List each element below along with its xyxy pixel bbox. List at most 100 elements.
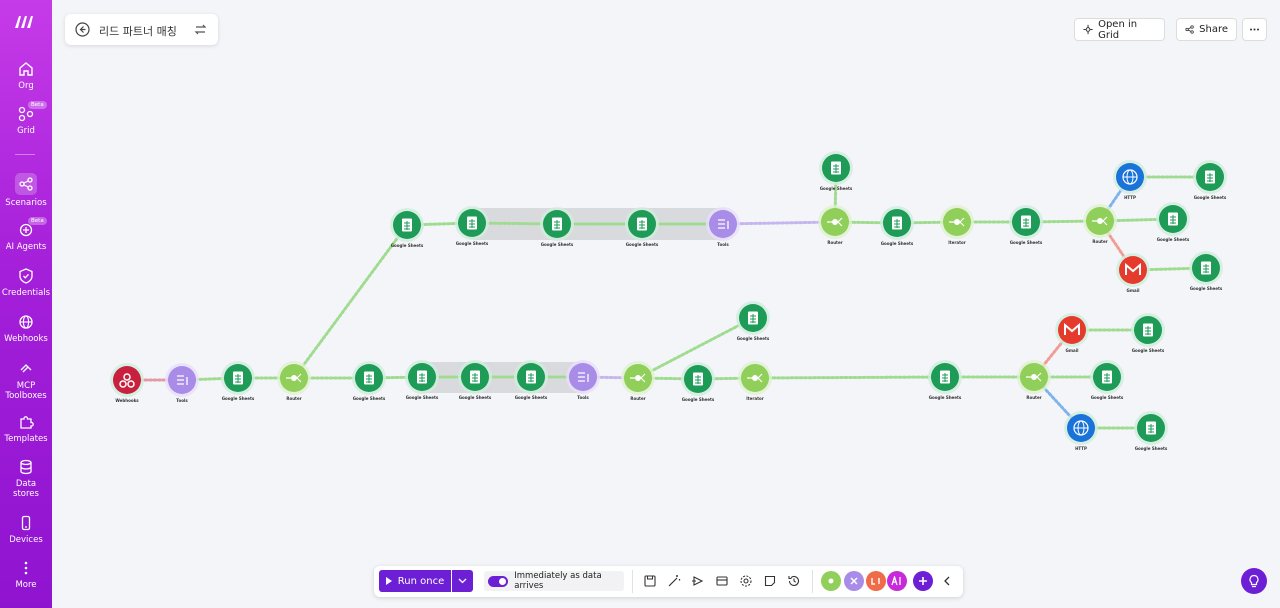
- module-google-sheets[interactable]: Google Sheets: [352, 361, 386, 401]
- share-button[interactable]: Share: [1176, 18, 1237, 41]
- sidebar-item-ai-agents[interactable]: Beta AI Agents: [0, 217, 52, 252]
- module-google-sheets[interactable]: Google Sheets: [458, 360, 492, 400]
- module-http[interactable]: HTTP: [1064, 411, 1098, 451]
- module-gmail[interactable]: Gmail: [1055, 313, 1089, 353]
- sidebar-item-webhooks[interactable]: Webhooks: [0, 313, 52, 344]
- settings-icon[interactable]: [739, 574, 753, 588]
- sidebar-item-org[interactable]: Org: [0, 60, 52, 91]
- module-router[interactable]: Router: [1017, 360, 1051, 400]
- module-router[interactable]: Router: [818, 205, 852, 245]
- plus-icon: [919, 577, 927, 585]
- more-options-button[interactable]: [1242, 18, 1267, 41]
- module-google-sheets[interactable]: Google Sheets: [390, 208, 424, 248]
- ellipsis-icon: [1250, 28, 1259, 31]
- schedule-toggle[interactable]: [488, 575, 509, 587]
- schedule-setting[interactable]: Immediately as data arrives: [484, 571, 624, 591]
- module-google-sheets[interactable]: Google Sheets: [540, 207, 574, 247]
- sidebar-item-mcp-toolboxes[interactable]: MCP Toolboxes: [0, 360, 52, 401]
- module-iterator[interactable]: Iterator: [940, 205, 974, 245]
- scenarios-icon: [19, 177, 33, 191]
- data-structure-icon[interactable]: [715, 574, 729, 588]
- connection-line[interactable]: [292, 223, 409, 380]
- module-google-sheets[interactable]: Google Sheets: [1134, 411, 1168, 451]
- module-router[interactable]: Router: [277, 361, 311, 401]
- make-logo[interactable]: [13, 14, 37, 30]
- sidebar-item-templates[interactable]: Templates: [0, 413, 52, 444]
- sidebar-item-label: Templates: [4, 434, 48, 444]
- module-router[interactable]: Router: [621, 361, 655, 401]
- run-once-label: Run once: [397, 575, 445, 587]
- globe-icon: [19, 315, 33, 329]
- back-arrow-icon[interactable]: [75, 22, 90, 37]
- module-webhooks[interactable]: Webhooks: [110, 363, 144, 403]
- toolbar-divider: [632, 570, 633, 593]
- sidebar-item-scenarios[interactable]: Scenarios: [0, 173, 52, 208]
- swap-icon[interactable]: [194, 23, 207, 36]
- module-google-sheets[interactable]: Google Sheets: [455, 206, 489, 246]
- run-once-button[interactable]: Run once: [379, 570, 451, 592]
- module-tools[interactable]: Tools: [165, 363, 199, 403]
- save-icon[interactable]: [643, 574, 657, 588]
- magic-wand-icon[interactable]: [667, 574, 681, 588]
- sidebar-item-more[interactable]: More: [0, 559, 52, 590]
- sidebar-item-grid[interactable]: Beta Grid: [0, 101, 52, 136]
- module-google-sheets[interactable]: Google Sheets: [819, 151, 853, 191]
- router-tool-chip[interactable]: [821, 571, 841, 591]
- module-label: Google Sheets: [929, 395, 962, 400]
- open-in-grid-button[interactable]: Open in Grid: [1074, 18, 1165, 41]
- module-label: Google Sheets: [1194, 195, 1227, 200]
- module-google-sheets[interactable]: Google Sheets: [1193, 160, 1227, 200]
- module-label: Google Sheets: [820, 186, 853, 191]
- ai-chip[interactable]: [887, 571, 907, 591]
- module-label: Gmail: [1066, 348, 1080, 353]
- module-google-sheets[interactable]: Google Sheets: [1009, 205, 1043, 245]
- module-google-sheets[interactable]: Google Sheets: [1090, 360, 1124, 400]
- tools-chip[interactable]: [844, 571, 864, 591]
- scenario-name[interactable]: 리드 파트너 매칭: [99, 25, 177, 38]
- history-icon[interactable]: [787, 574, 801, 588]
- module-label: Google Sheets: [1135, 446, 1168, 451]
- notes-icon[interactable]: [763, 574, 777, 588]
- help-button[interactable]: [1241, 568, 1267, 594]
- sidebar-item-devices[interactable]: Devices: [0, 514, 52, 545]
- module-google-sheets[interactable]: Google Sheets: [405, 360, 439, 400]
- module-google-sheets[interactable]: Google Sheets: [1156, 202, 1190, 242]
- connection-line[interactable]: [721, 220, 837, 226]
- module-google-sheets[interactable]: Google Sheets: [1131, 313, 1165, 353]
- grid-icon: [18, 106, 34, 122]
- sidebar-item-label: More: [15, 580, 37, 590]
- module-google-sheets[interactable]: Google Sheets: [880, 206, 914, 246]
- module-http[interactable]: HTTP: [1113, 160, 1147, 200]
- module-google-sheets[interactable]: Google Sheets: [221, 361, 255, 401]
- module-google-sheets[interactable]: Google Sheets: [928, 360, 962, 400]
- module-label: Tools: [577, 395, 589, 400]
- connection-line[interactable]: [753, 375, 947, 380]
- flow-control-icon[interactable]: [691, 574, 705, 588]
- module-label: HTTP: [1124, 195, 1136, 200]
- chevron-left-icon[interactable]: [940, 574, 954, 588]
- text-parser-chip[interactable]: [866, 571, 886, 591]
- add-module-button[interactable]: [913, 571, 933, 591]
- sidebar-item-data-stores[interactable]: Data stores: [0, 458, 52, 499]
- connection-line[interactable]: [636, 316, 755, 380]
- module-tools[interactable]: Tools: [566, 360, 600, 400]
- sidebar-item-label: Devices: [9, 535, 43, 545]
- module-iterator[interactable]: Iterator: [738, 361, 772, 401]
- module-google-sheets[interactable]: Google Sheets: [736, 301, 770, 341]
- run-options-dropdown[interactable]: [452, 570, 473, 592]
- share-label: Share: [1199, 24, 1228, 35]
- sidebar-item-label-2: stores: [13, 489, 39, 499]
- module-label: Tools: [717, 242, 729, 247]
- phone-icon: [21, 515, 31, 531]
- module-router[interactable]: Router: [1083, 204, 1117, 244]
- module-gmail[interactable]: Gmail: [1116, 253, 1150, 293]
- scenario-title-card: 리드 파트너 매칭: [65, 14, 218, 45]
- module-tools[interactable]: Tools: [706, 207, 740, 247]
- module-label: Google Sheets: [881, 241, 914, 246]
- module-google-sheets[interactable]: Google Sheets: [681, 362, 715, 402]
- sidebar-item-credentials[interactable]: Credentials: [0, 267, 52, 298]
- module-google-sheets[interactable]: Google Sheets: [514, 360, 548, 400]
- module-google-sheets[interactable]: Google Sheets: [1189, 251, 1223, 291]
- module-google-sheets[interactable]: Google Sheets: [625, 207, 659, 247]
